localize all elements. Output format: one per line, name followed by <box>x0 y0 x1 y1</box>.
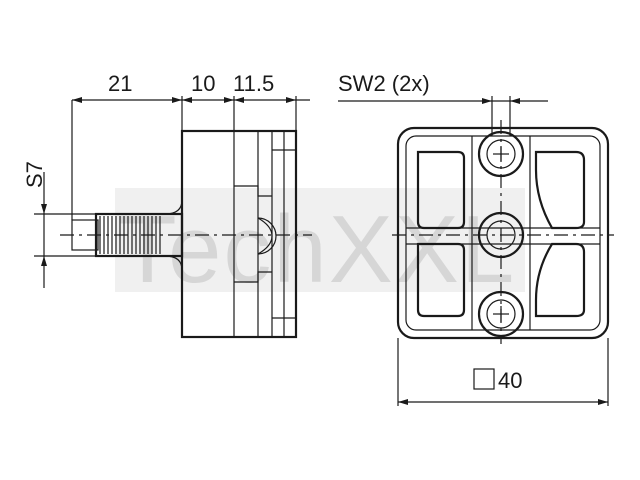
dim-21-label: 21 <box>108 71 132 96</box>
side-view <box>60 129 312 339</box>
square-symbol-icon <box>473 368 495 390</box>
dim-s7-label: S7 <box>22 161 47 188</box>
pocket-top-left <box>416 150 466 230</box>
dim-10-label: 10 <box>191 71 215 96</box>
watermark-text: TechXXL <box>118 196 516 303</box>
front-outer-frame <box>396 126 610 340</box>
dim-40-label: 40 <box>498 368 522 393</box>
square-40-dimension: 40 <box>397 338 609 406</box>
watermark: TechXXL <box>115 188 525 303</box>
front-view <box>392 120 614 344</box>
pocket-top-right <box>534 150 586 230</box>
pocket-bottom-left <box>416 242 466 318</box>
s7-dimension: S7 <box>22 161 96 288</box>
dim-11-5-label: 11.5 <box>233 71 274 96</box>
dim-sw2-label: SW2 (2x) <box>338 71 430 96</box>
top-dimensions: 21 10 11.5 <box>71 71 310 220</box>
pocket-bottom-right <box>534 242 586 318</box>
sw2-dimension: SW2 (2x) <box>338 71 548 136</box>
